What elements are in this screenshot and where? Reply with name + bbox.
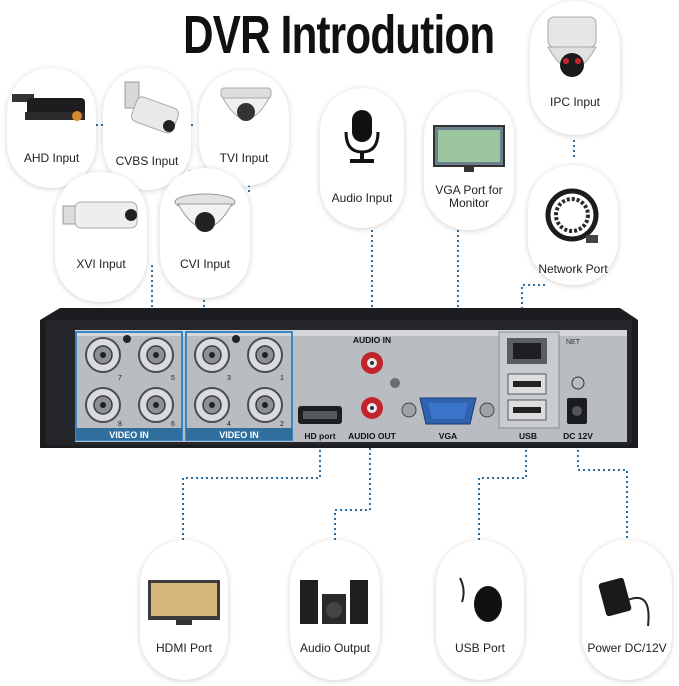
cvi-input-bubble: CVI Input [160, 168, 250, 298]
ahd-input-label: AHD Input [23, 151, 80, 165]
bullet-camera-icon [124, 81, 179, 134]
cvi-input-label: CVI Input [179, 257, 231, 271]
cvbs-input-label: CVBS Input [115, 154, 179, 168]
monitor-icon [433, 125, 505, 172]
usb-port-bubble: USB Port [436, 540, 524, 680]
vga-bubble: VGA Port for Monitor [424, 92, 514, 230]
mouse-icon [459, 577, 502, 622]
tvi-input-bubble: TVI Input [199, 70, 289, 186]
audio-input-label: Audio Input [331, 191, 393, 205]
usb-port-label: USB Port [454, 641, 505, 655]
microphone-icon [344, 110, 380, 163]
power-adapter-icon [598, 577, 650, 627]
dome-camera-icon [174, 193, 236, 232]
audio-output-label: Audio Output [299, 641, 371, 655]
hdmi-port-bubble: HDMI Port [140, 540, 228, 680]
bnc-connectors: 7 5 3 1 8 6 4 2 [85, 335, 284, 428]
xvi-input-label: XVI Input [76, 257, 126, 271]
net-label: NET [566, 339, 581, 346]
hd-port-label: HD port [304, 431, 335, 441]
usb-label: USB [519, 431, 537, 441]
bullet-camera-icon [62, 201, 138, 229]
network-port-bubble: Network Port [528, 165, 618, 285]
vga-label-text: VGA Port for Monitor [435, 183, 503, 210]
tvi-input-label: TVI Input [219, 151, 269, 165]
power-label: Power DC/12V [587, 641, 667, 655]
bnc-num: 4 [227, 421, 231, 428]
bnc-num: 8 [118, 421, 122, 428]
vga-label: VGA [439, 431, 457, 441]
monitor-icon [148, 580, 220, 625]
hdmi-port-label: HDMI Port [155, 641, 212, 655]
bnc-num: 1 [280, 375, 284, 382]
xvi-input-bubble: XVI Input [55, 172, 147, 302]
power-bubble: Power DC/12V [582, 540, 672, 680]
cvbs-input-bubble: CVBS Input [103, 68, 191, 190]
network-cable-icon [545, 188, 599, 243]
ipc-input-label: IPC Input [549, 95, 601, 109]
bnc-num: 7 [118, 375, 122, 382]
bullet-camera-icon [12, 94, 85, 121]
bnc-num: 2 [280, 421, 284, 428]
speaker-icon [300, 580, 368, 624]
video-in-label-2: VIDEO IN [219, 430, 259, 440]
dome-camera-icon [220, 87, 272, 121]
audio-out-label: AUDIO OUT [348, 431, 397, 441]
ptz-camera-icon [547, 16, 597, 77]
video-in-label-1: VIDEO IN [109, 430, 149, 440]
bnc-num: 3 [227, 375, 231, 382]
audio-input-bubble: Audio Input [320, 88, 404, 228]
audio-in-label: AUDIO IN [353, 335, 391, 345]
dc-label: DC 12V [563, 431, 593, 441]
ipc-input-bubble: IPC Input [530, 1, 620, 135]
audio-output-bubble: Audio Output [290, 540, 380, 680]
bnc-num: 6 [171, 421, 175, 428]
ahd-input-bubble: AHD Input [7, 68, 96, 188]
network-port-label: Network Port [538, 262, 608, 276]
bnc-num: 5 [171, 375, 175, 382]
page-title: DVR Introdution [183, 5, 495, 65]
